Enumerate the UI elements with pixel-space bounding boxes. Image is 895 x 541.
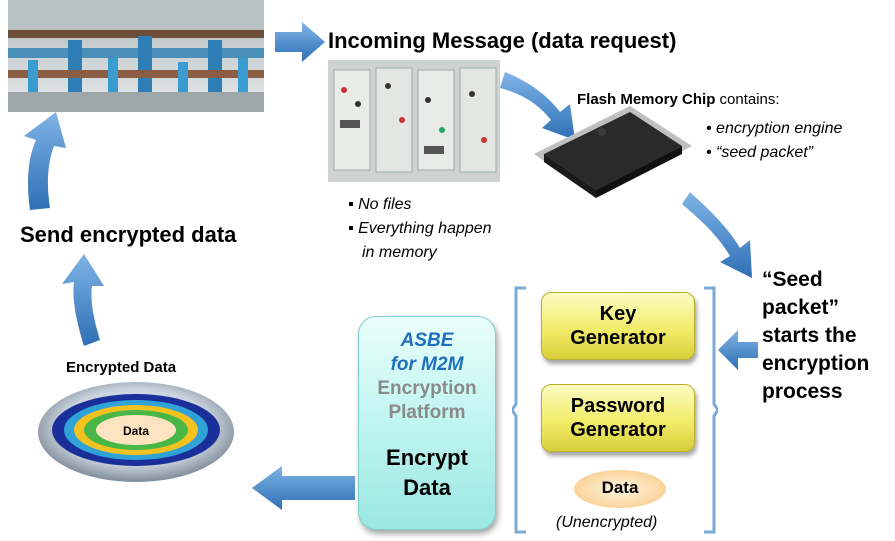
send-encrypted-label: Send encrypted data xyxy=(20,222,237,247)
pipes-photo xyxy=(8,0,264,112)
arrow-to-seed xyxy=(682,192,752,278)
seed-line: process xyxy=(762,380,843,403)
square-bullet-icon: ▪ xyxy=(348,196,359,213)
flash-memory-rest: contains: xyxy=(715,91,780,108)
note-everything-text: Everything happen xyxy=(358,220,492,237)
arrow-to-send xyxy=(62,254,104,346)
asbe-encryption: Encryption xyxy=(377,378,477,399)
note-in-memory-text: in memory xyxy=(362,244,437,261)
unencrypted-data-label: Data xyxy=(601,478,639,497)
seed-line: packet” xyxy=(762,296,840,319)
asbe-name: ASBE xyxy=(400,330,454,351)
flash-bullet-seed: • “seed packet” xyxy=(706,144,813,161)
asbe-subtitle: for M2M xyxy=(390,354,464,375)
seed-line: “Seed xyxy=(762,268,823,291)
encrypted-core-label: Data xyxy=(123,424,149,438)
control-panel-photo xyxy=(328,60,500,182)
arrow-to-encrypted xyxy=(252,466,355,510)
encrypted-data-title: Encrypted Data xyxy=(66,359,177,376)
arrow-to-chip xyxy=(500,72,575,140)
note-no-files-text: No files xyxy=(358,196,412,213)
flash-bullet-engine: • encryption engine xyxy=(706,120,843,137)
control-panel-illustration xyxy=(328,60,500,182)
arrow-to-photo xyxy=(24,112,66,210)
note-everything: ▪ Everything happen xyxy=(348,220,538,238)
asbe-platform: Platform xyxy=(388,402,466,423)
flash-memory-title: Flash Memory Chip contains: xyxy=(577,91,780,108)
unencrypted-caption: (Unencrypted) xyxy=(556,514,658,531)
seed-line: starts the xyxy=(762,324,857,347)
unencrypted-data-pill xyxy=(574,470,666,508)
key-generator-line: Key xyxy=(599,303,637,325)
flash-chip-icon xyxy=(534,106,692,198)
asbe-encrypt: Encrypt xyxy=(386,445,468,470)
note-no-files: ▪ No files xyxy=(348,196,411,214)
arrow-to-generators xyxy=(718,330,758,370)
arrow-to-incoming xyxy=(275,22,325,62)
password-generator-line: Password xyxy=(570,395,666,417)
seed-line: encryption xyxy=(762,352,870,375)
incoming-message-title: Incoming Message (data request) xyxy=(328,28,677,53)
note-in-memory: in memory xyxy=(362,244,437,262)
flash-memory-bold: Flash Memory Chip xyxy=(577,91,716,108)
square-bullet-icon: ▪ xyxy=(348,220,359,237)
pipes-illustration xyxy=(8,0,264,112)
password-generator-line: Generator xyxy=(570,419,666,441)
encrypted-rings-icon: Data xyxy=(38,382,234,482)
key-generator-line: Generator xyxy=(570,327,666,349)
asbe-data: Data xyxy=(403,475,451,500)
generator-bracket xyxy=(512,286,718,534)
asbe-platform-box: ASBE for M2M Encryption Platform Encrypt… xyxy=(358,316,496,530)
seed-packet-text: “Seed packet” starts the encryption proc… xyxy=(762,266,892,406)
